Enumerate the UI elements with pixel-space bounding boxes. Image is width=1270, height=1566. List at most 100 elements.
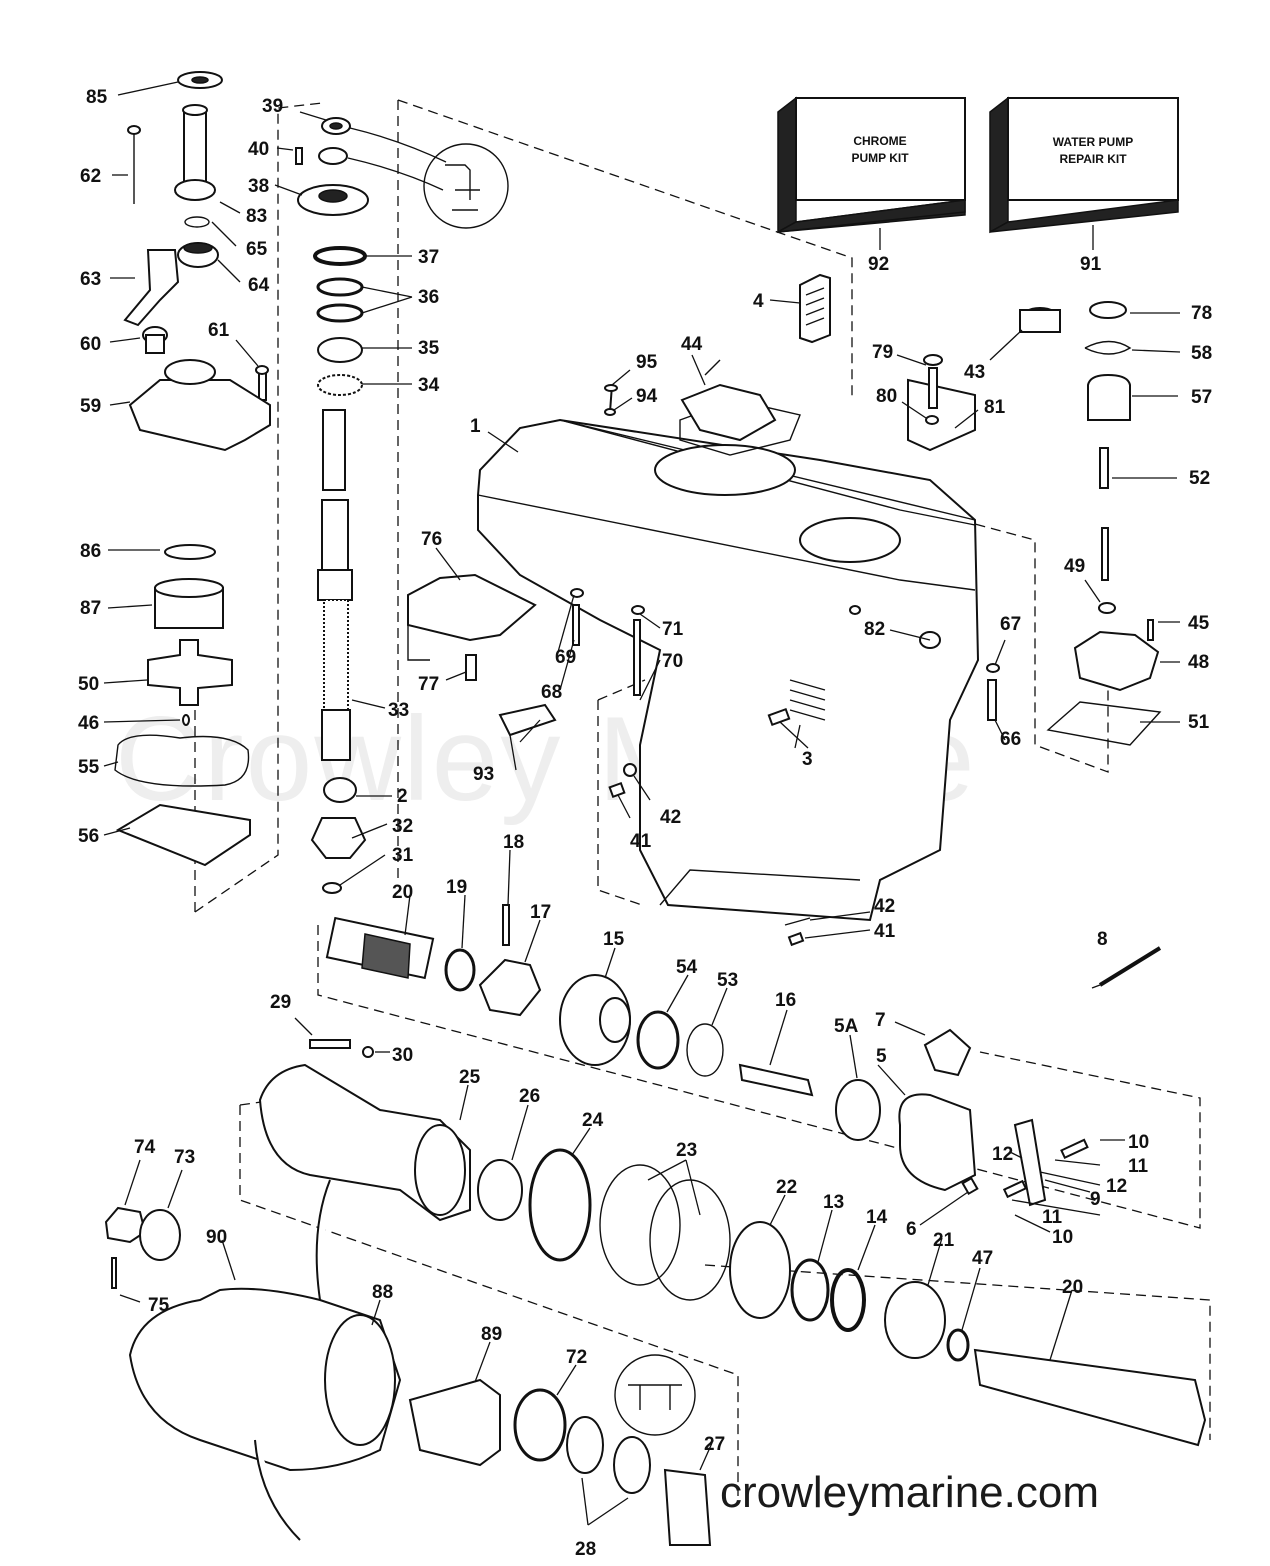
dashed-boundaries [194, 99, 1211, 1496]
part-label-75: 75 [148, 1295, 170, 1316]
part-label-60: 60 [80, 334, 101, 355]
part-label-36: 36 [418, 287, 439, 308]
part-label-11: 11 [1042, 1207, 1063, 1228]
chrome-kit-number: 92 [868, 254, 889, 275]
part-label-78: 78 [1191, 303, 1212, 324]
water-kit-line1: WATER PUMP [1053, 135, 1133, 149]
part-label-51: 51 [1188, 712, 1210, 733]
part-label-43: 43 [964, 362, 985, 383]
right-column-parts [680, 301, 1162, 746]
part-label-65: 65 [246, 239, 268, 260]
part-label-55: 55 [78, 757, 100, 778]
part-label-49: 49 [1064, 556, 1085, 577]
water-kit-line2: REPAIR KIT [1059, 152, 1127, 166]
part-label-25: 25 [459, 1067, 481, 1088]
chrome-kit-line1: CHROME [853, 134, 906, 148]
part-label-67: 67 [1000, 614, 1021, 635]
part-label-27: 27 [704, 1434, 725, 1455]
part-label-57: 57 [1191, 387, 1212, 408]
part-label-59: 59 [80, 396, 101, 417]
part-label-5a: 5A [834, 1016, 859, 1037]
part-label-3: 3 [802, 749, 813, 770]
part-label-10: 10 [1128, 1132, 1149, 1153]
part-label-85: 85 [86, 87, 108, 108]
part-label-11: 11 [1128, 1156, 1149, 1177]
part-label-45: 45 [1188, 613, 1210, 634]
part-label-35: 35 [418, 338, 440, 359]
part-label-62: 62 [80, 166, 101, 187]
leader-lines [103, 81, 1181, 1526]
part-label-28: 28 [575, 1539, 596, 1560]
part-label-33: 33 [388, 700, 409, 721]
part-label-82: 82 [864, 619, 885, 640]
part-label-70: 70 [662, 651, 683, 672]
part-label-71: 71 [662, 619, 684, 640]
part-label-95: 95 [636, 352, 658, 373]
part-label-34: 34 [418, 375, 440, 396]
part-label-90: 90 [206, 1227, 227, 1248]
part-label-19: 19 [446, 877, 467, 898]
part-label-2: 2 [397, 786, 408, 807]
part-label-30: 30 [392, 1045, 413, 1066]
gearcase-small-parts [407, 273, 831, 947]
part-label-23: 23 [676, 1140, 697, 1161]
part-label-6: 6 [906, 1219, 917, 1240]
chrome-pump-kit-box: CHROME PUMP KIT [777, 96, 966, 234]
part-label-29: 29 [270, 992, 291, 1013]
part-label-40: 40 [248, 139, 269, 160]
part-label-18: 18 [503, 832, 524, 853]
part-label-7: 7 [875, 1010, 886, 1031]
part-label-42: 42 [874, 896, 895, 917]
part-label-5: 5 [876, 1046, 887, 1067]
part-label-16: 16 [775, 990, 796, 1011]
gearcase-housing [477, 378, 980, 922]
part-label-37: 37 [418, 247, 439, 268]
part-label-20: 20 [392, 882, 413, 903]
part-label-17: 17 [530, 902, 551, 923]
part-label-9: 9 [1090, 1189, 1101, 1210]
part-label-24: 24 [582, 1110, 604, 1131]
part-label-81: 81 [984, 397, 1006, 418]
water-pump-repair-kit-box: WATER PUMP REPAIR KIT [989, 96, 1179, 234]
part-label-73: 73 [174, 1147, 195, 1168]
part-label-21: 21 [933, 1230, 955, 1251]
part-label-93: 93 [473, 764, 494, 785]
part-label-77: 77 [418, 674, 439, 695]
part-label-94: 94 [636, 386, 658, 407]
part-label-46: 46 [78, 713, 99, 734]
part-label-89: 89 [481, 1324, 502, 1345]
part-label-48: 48 [1188, 652, 1209, 673]
part-label-4: 4 [753, 291, 764, 312]
part-label-68: 68 [541, 682, 562, 703]
lower-gear-parts [258, 904, 1207, 1447]
part-label-14: 14 [866, 1207, 888, 1228]
part-label-69: 69 [555, 647, 576, 668]
part-label-22: 22 [776, 1177, 797, 1198]
part-label-80: 80 [876, 386, 897, 407]
part-label-47: 47 [972, 1248, 993, 1269]
part-label-56: 56 [78, 826, 99, 847]
part-label-76: 76 [421, 529, 442, 550]
part-label-41: 41 [630, 831, 652, 852]
part-label-12: 12 [992, 1144, 1013, 1165]
part-label-54: 54 [676, 957, 698, 978]
part-label-13: 13 [823, 1192, 844, 1213]
part-label-41: 41 [874, 921, 896, 942]
water-pump-parts [114, 71, 271, 867]
part-label-39: 39 [262, 96, 283, 117]
part-label-42: 42 [660, 807, 681, 828]
part-label-50: 50 [78, 674, 99, 695]
part-label-66: 66 [1000, 729, 1021, 750]
part-label-15: 15 [603, 929, 625, 950]
part-label-20: 20 [1062, 1277, 1083, 1298]
part-label-8: 8 [1097, 929, 1108, 950]
water-kit-number: 91 [1080, 254, 1102, 275]
part-label-58: 58 [1191, 343, 1212, 364]
part-label-44: 44 [681, 334, 703, 355]
part-number-labels: 8562836564636061598687504655563940383736… [78, 87, 1212, 1560]
part-label-53: 53 [717, 970, 738, 991]
propeller-parts [104, 1179, 712, 1546]
part-label-74: 74 [134, 1137, 156, 1158]
part-label-88: 88 [372, 1282, 393, 1303]
